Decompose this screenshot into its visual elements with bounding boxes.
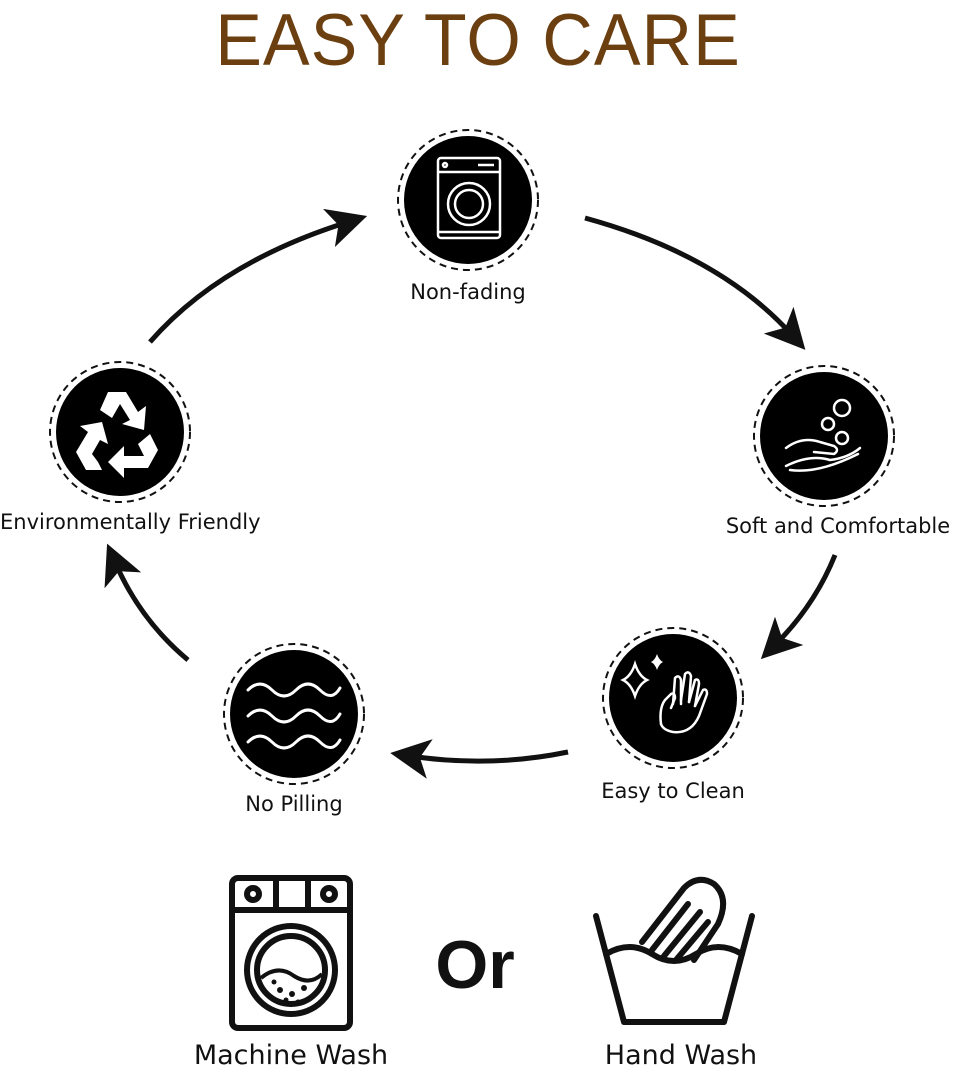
arrow-to-easy-clean [760,554,838,660]
feature-label-non-fading: Non-fading [410,280,526,304]
hand-wash-icon [593,876,755,1025]
arrow-to-environment [104,543,190,662]
arrow-to-non-fading [148,208,368,344]
machine-wash-icon [229,875,353,1031]
feature-label-no-pilling: No Pilling [245,792,343,816]
hand-wash-label: Hand Wash [604,1040,758,1071]
feature-label-environmentally-friendly: Environmentally Friendly [0,510,261,534]
arrow-to-soft [584,215,806,350]
page-title: EASY TO CARE [215,0,741,81]
hand-bubbles-icon [784,398,862,472]
feature-label-easy-to-clean: Easy to Clean [601,779,745,803]
recycle-icon [76,392,158,478]
or-separator: Or [435,927,515,1003]
badge-easy-to-clean [599,624,747,772]
sparkle-hand-icon [620,654,709,734]
badge-soft-comfortable [750,362,898,510]
machine-wash-label: Machine Wash [193,1040,389,1071]
badge-environmentally-friendly [46,358,194,506]
badge-no-pilling [220,640,368,788]
arrow-to-no-pilling [390,739,569,779]
badge-non-fading [394,126,542,274]
waves-icon [246,682,342,750]
feature-label-soft-comfortable: Soft and Comfortable [725,514,951,538]
washing-machine-icon [436,156,502,240]
